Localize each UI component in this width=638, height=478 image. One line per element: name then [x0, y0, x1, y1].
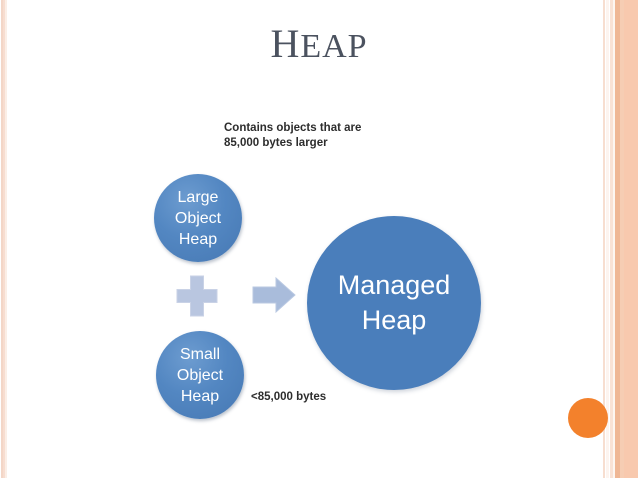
slide-title-initial: H — [270, 21, 301, 66]
slide-title-rest: EAP — [300, 28, 368, 65]
right-border-stripe-5 — [615, 0, 620, 478]
node-small-object-heap[interactable]: Small Object Heap — [156, 331, 244, 419]
plus-icon — [176, 275, 218, 317]
right-border-stripe-2 — [606, 0, 609, 478]
annotation-large-object-heap-note: Contains objects that are 85,000 bytes l… — [224, 122, 362, 149]
annotation-small-object-heap-note: <85,000 bytes — [251, 391, 327, 403]
arrow-right-icon — [252, 276, 296, 314]
node-large-object-heap-label: Large Object Heap — [174, 188, 222, 248]
accent-dot — [568, 398, 608, 438]
node-large-object-heap[interactable]: Large Object Heap — [154, 174, 242, 262]
node-small-object-heap-label: Small Object Heap — [176, 345, 224, 405]
left-border-stripe-2 — [3, 0, 5, 478]
right-border-stripe-6 — [620, 0, 624, 478]
left-border-stripe-1 — [1, 0, 3, 478]
node-managed-heap-label: Managed Heap — [337, 270, 451, 335]
left-border-stripe-3 — [5, 0, 7, 478]
slide-title: HEAP — [0, 24, 638, 64]
right-border-stripe-7 — [624, 0, 638, 478]
right-border-stripe-4 — [613, 0, 615, 478]
right-border-stripe-3 — [610, 0, 613, 478]
node-managed-heap[interactable]: Managed Heap — [307, 216, 481, 390]
